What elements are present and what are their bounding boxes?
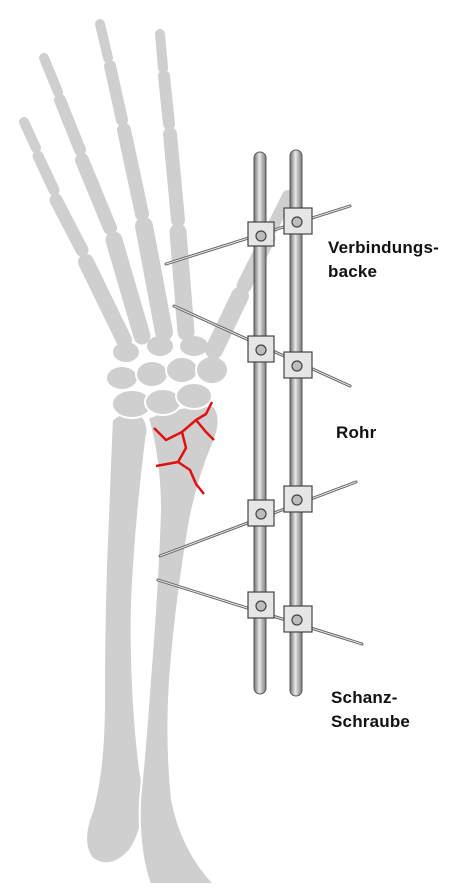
label-schanz-screw-line2: Schraube: [331, 710, 410, 734]
label-tube-text: Rohr: [336, 421, 376, 445]
clamp: [284, 606, 312, 632]
clamp: [248, 222, 274, 246]
hand-bones: [24, 24, 288, 350]
clamp: [284, 352, 312, 378]
label-schanz-screw: Schanz- Schraube: [331, 686, 410, 734]
forearm-bones: [86, 406, 219, 884]
clamp: [284, 486, 312, 512]
radius-bone: [140, 406, 219, 884]
clamp: [248, 336, 274, 362]
thumb-bones: [214, 196, 288, 350]
label-connecting-clamp: Verbindungs- backe: [328, 236, 439, 284]
label-schanz-screw-line1: Schanz-: [331, 686, 410, 710]
clamp: [248, 592, 274, 618]
label-tube: Rohr: [336, 421, 376, 445]
clamp: [284, 208, 312, 234]
clamp: [248, 500, 274, 526]
ulna-bone: [86, 414, 147, 864]
label-connecting-clamp-line1: Verbindungs-: [328, 236, 439, 260]
label-connecting-clamp-line2: backe: [328, 260, 439, 284]
